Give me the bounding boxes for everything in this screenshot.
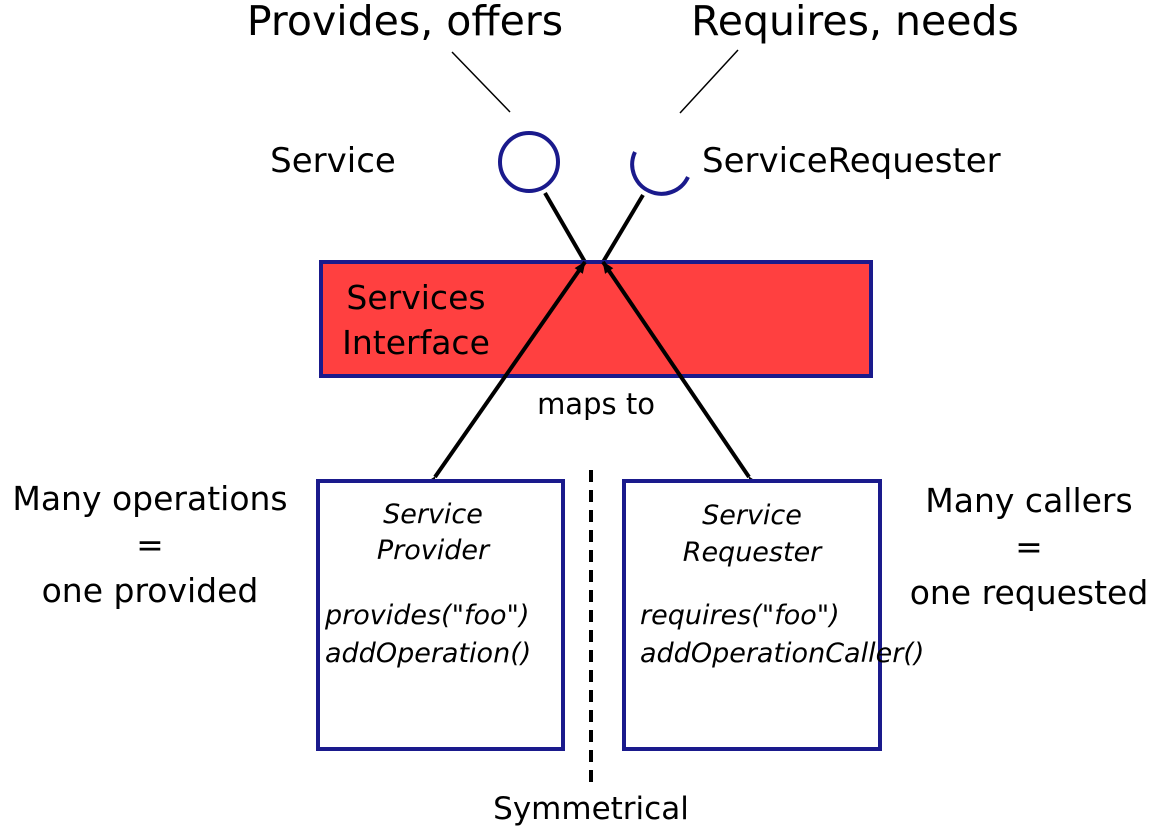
symmetrical-label: Symmetrical xyxy=(493,791,689,827)
service-provider-title-line2: Provider xyxy=(377,535,491,566)
service-provider-title-line1: Service xyxy=(383,499,483,530)
requires-leader-line xyxy=(679,49,739,114)
service-requester-title-line1: Service xyxy=(702,500,802,531)
provided-interface-lollipop-icon xyxy=(498,131,560,193)
right-note-line2: = xyxy=(1015,527,1043,566)
left-note-line3: one provided xyxy=(42,571,259,610)
provider-mapping-arrow xyxy=(424,260,587,489)
add-operation-method-label: addOperation() xyxy=(325,638,531,669)
left-note-line1: Many operations xyxy=(12,479,287,518)
right-note-line3: one requested xyxy=(910,573,1149,612)
maps-to-label: maps to xyxy=(537,387,655,421)
provides-offers-label: Provides, offers xyxy=(247,0,563,45)
requires-method-label: requires("foo") xyxy=(640,600,840,631)
services-interface-label-line2: Interface xyxy=(342,323,490,362)
provides-method-label: provides("foo") xyxy=(324,600,530,631)
right-note-line1: Many callers xyxy=(925,481,1132,520)
requester-mapping-arrow xyxy=(601,260,760,489)
service-provider-box xyxy=(316,479,565,751)
service-label: Service xyxy=(270,141,396,181)
services-interface-box xyxy=(319,260,873,378)
required-interface-socket-icon xyxy=(630,151,690,196)
service-connector-line xyxy=(543,191,587,264)
requires-needs-label: Requires, needs xyxy=(691,0,1019,45)
service-requester-label: ServiceRequester xyxy=(702,141,1001,181)
left-note-line2: = xyxy=(136,525,164,564)
service-requester-title-line2: Requester xyxy=(683,537,823,568)
services-interface-label-line1: Services xyxy=(346,278,485,317)
requester-connector-line xyxy=(601,193,645,264)
service-requester-box xyxy=(622,479,882,751)
provides-leader-line xyxy=(451,51,511,113)
add-operation-caller-method-label: addOperationCaller() xyxy=(640,638,924,669)
